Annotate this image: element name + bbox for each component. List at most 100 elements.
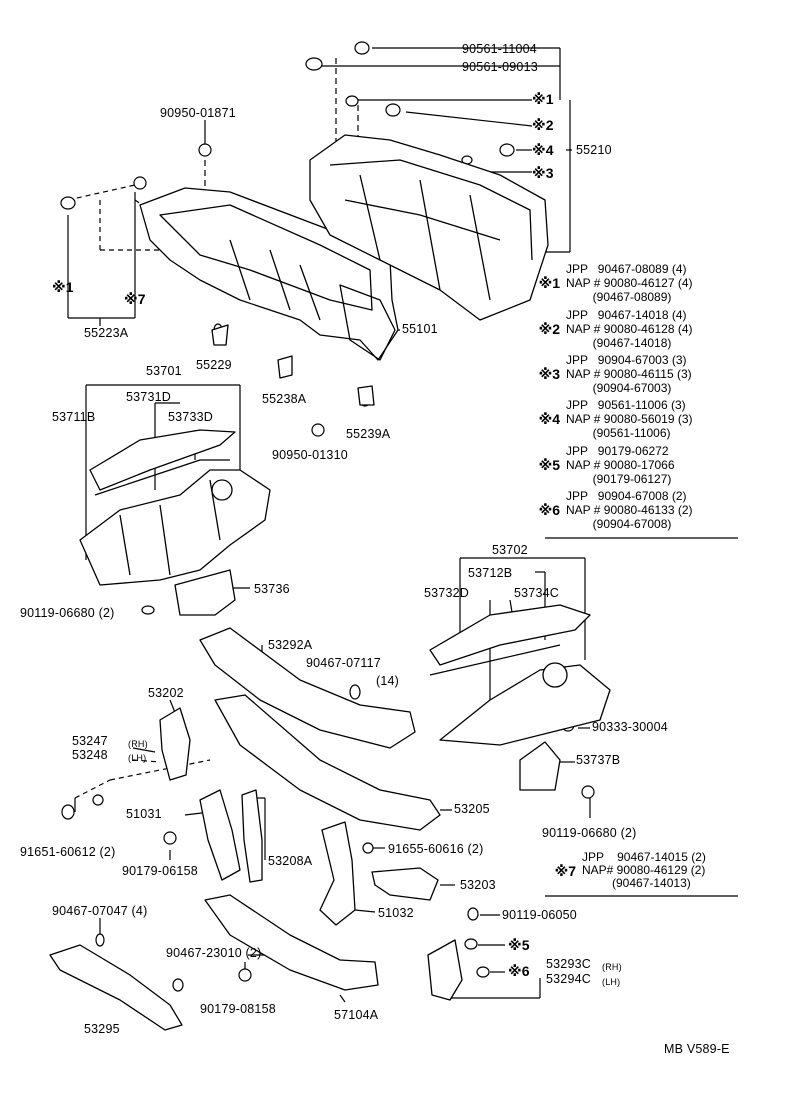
bracket-53202-part [159, 707, 191, 781]
note-line: NAP # 90080-17066 [566, 458, 675, 472]
side-label: (RH) [602, 962, 622, 972]
part-label: 91651-60612 (2) [20, 845, 116, 859]
note-line: (90467-14018) [566, 336, 672, 350]
bracket-53208a-part [241, 789, 263, 883]
part-label: 53293C [546, 957, 591, 971]
note-marker: ※1 [538, 275, 561, 291]
note-line: JPP 90467-14015 (2) [582, 850, 706, 864]
note-block-7: ※7 JPP 90467-14015 (2) NAP# 90080-46129 … [548, 850, 706, 921]
part-label: 53202 [148, 686, 184, 700]
part-label: 90179-08158 [200, 1002, 276, 1016]
clip-part [354, 41, 370, 55]
note-line: NAP # 90080-46128 (4) [566, 322, 693, 336]
part-label: 90467-23010 (2) [166, 946, 262, 960]
note-marker: ※5 [538, 457, 561, 473]
note-block-1: ※1 JPP 90467-08089 (4) NAP # 90080-46127… [532, 262, 693, 333]
part-label: 90119-06050 [502, 908, 577, 922]
side-label: (LH) [602, 977, 621, 987]
part-label: 53737B [576, 753, 621, 767]
part-label: 55229 [196, 358, 232, 372]
upper-support-part [199, 627, 416, 749]
note-line: NAP # 90080-46127 (4) [566, 276, 693, 290]
part-label: 53248 [72, 748, 108, 762]
note-line: NAP # 90080-46115 (3) [566, 367, 692, 381]
note-marker: ※4 [532, 142, 554, 158]
note-line: JPP 90904-67003 (3) [566, 353, 687, 367]
note-line: JPP 90561-11006 (3) [566, 398, 686, 412]
note-marker: ※2 [532, 117, 554, 133]
part-label: 53702 [492, 543, 528, 557]
note-line: JPP 90467-14018 (4) [566, 308, 687, 322]
note-line: (90904-67003) [566, 381, 672, 395]
part-label: 53711B [52, 410, 96, 424]
part-label: 53734C [514, 586, 559, 600]
apron-rail-right-part [429, 604, 591, 666]
apron-right-part [439, 664, 611, 746]
part-label: 90950-01310 [272, 448, 348, 462]
part-label: 51031 [126, 807, 162, 821]
note-marker: ※4 [538, 411, 561, 427]
part-label: 53736 [254, 582, 290, 596]
side-label: (LH) [128, 753, 147, 763]
part-label: 53203 [460, 878, 496, 892]
note-marker: ※1 [52, 279, 74, 295]
note-line: (90904-67008) [566, 517, 672, 531]
note-marker: ※6 [508, 963, 530, 979]
bracket-53203-part [371, 867, 439, 901]
part-label: 55223A [84, 326, 129, 340]
note-marker: ※3 [532, 165, 554, 181]
part-label: 53247 [72, 734, 108, 748]
note-block-5: ※5 JPP 90179-06272 NAP # 90080-17066 (90… [532, 444, 675, 515]
note-block-6: ※6 JPP 90904-67008 (2) NAP # 90080-46133… [532, 489, 693, 560]
part-label: 53712B [468, 566, 513, 580]
apron-rail-part [89, 429, 236, 491]
part-label: 90467-07047 (4) [52, 904, 148, 918]
note-marker: ※7 [124, 291, 146, 307]
note-marker: ※5 [508, 937, 530, 953]
bracket-53736-part [174, 569, 236, 616]
note-marker: ※7 [554, 863, 577, 879]
bracket-53293c-part [427, 939, 463, 1001]
note-line: (90467-08089) [566, 290, 672, 304]
part-label: 53208A [268, 854, 313, 868]
note-line: (90561-11006) [566, 426, 671, 440]
dash-panel-part [139, 187, 399, 361]
part-label: 53732D [424, 586, 469, 600]
part-label: 91655-60616 (2) [388, 842, 484, 856]
seal-53295-part [49, 944, 183, 1031]
note-line: (90467-14013) [582, 876, 691, 890]
note-line: JPP 90904-67008 (2) [566, 489, 687, 503]
bracket-53737b-part [519, 741, 561, 791]
part-label: 90333-30004 [592, 720, 668, 734]
part-quantity: (14) [376, 674, 400, 688]
note-block-4: ※4 JPP 90561-11006 (3) NAP # 90080-56019… [532, 398, 693, 469]
part-label: 53292A [268, 638, 313, 652]
note-marker: ※3 [538, 366, 561, 382]
note-line: (90179-06127) [566, 472, 672, 486]
reinforcement-51032-part [319, 821, 356, 926]
part-label: 90119-06680 (2) [20, 606, 115, 620]
radiator-support-part [214, 694, 441, 831]
reinforcement-51031-part [199, 789, 241, 881]
part-label: 90119-06680 (2) [542, 826, 637, 840]
part-label: 90950-01871 [160, 106, 236, 120]
note-marker: ※1 [532, 91, 554, 107]
note-block-2: ※2 JPP 90467-14018 (4) NAP # 90080-46128… [532, 308, 693, 379]
part-label: 55101 [402, 322, 438, 336]
part-label: 90179-06158 [122, 864, 198, 878]
note-marker: ※2 [538, 321, 561, 337]
part-label: 53701 [146, 364, 182, 378]
note-line: NAP # 90080-46133 (2) [566, 503, 693, 517]
part-label: 53294C [546, 972, 591, 986]
diagram-code: MB V589-E [664, 1042, 730, 1056]
part-label: 90561-09013 [462, 60, 538, 74]
part-label: 53731D [126, 390, 171, 404]
note-line: NAP # 90080-56019 (3) [566, 412, 693, 426]
note-line: JPP 90467-08089 (4) [566, 262, 687, 276]
part-label: 90467-07117 [306, 656, 381, 670]
part-label: 53733D [168, 410, 213, 424]
note-block-3: ※3 JPP 90904-67003 (3) NAP # 90080-46115… [532, 353, 692, 424]
note-line: JPP 90179-06272 [566, 444, 669, 458]
side-label: (RH) [128, 739, 148, 749]
